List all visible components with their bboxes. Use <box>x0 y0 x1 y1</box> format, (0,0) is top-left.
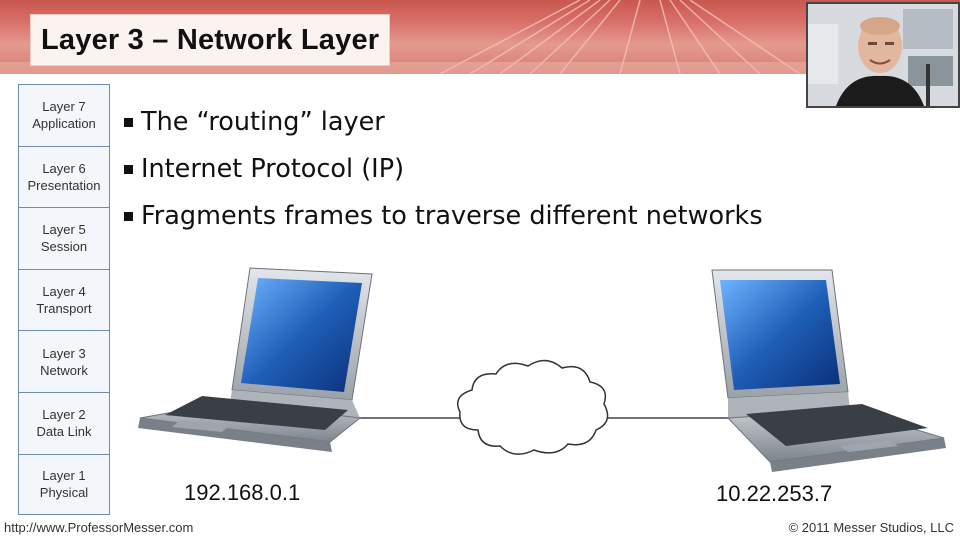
left-ip-address: 192.168.0.1 <box>184 480 301 505</box>
layer-number: Layer 4 <box>42 284 86 300</box>
header-banner: Layer 3 – Network Layer <box>0 0 960 74</box>
bullet-item: The “routing” layer <box>124 98 763 145</box>
layer-name: Physical <box>39 485 89 501</box>
bullet-text: The “routing” layer <box>141 106 385 137</box>
layer-number: Layer 5 <box>42 222 86 238</box>
presenter-image <box>808 4 958 106</box>
layer-name: Presentation <box>27 177 101 193</box>
laptop-right-icon <box>711 269 946 472</box>
layer-number: Layer 7 <box>42 99 86 115</box>
layer-name: Transport <box>36 301 92 317</box>
layer-name: Data Link <box>36 424 92 440</box>
laptop-left-icon <box>138 267 373 452</box>
bullet-text: Internet Protocol (IP) <box>141 153 405 184</box>
network-cloud-icon <box>457 359 609 455</box>
layer-number: Layer 2 <box>42 407 86 423</box>
title-box: Layer 3 – Network Layer <box>30 14 391 66</box>
bullet-square-icon <box>124 165 133 174</box>
layer-name: Network <box>40 362 88 378</box>
layer-name: Session <box>40 239 88 255</box>
bullet-square-icon <box>124 212 133 221</box>
layer-number: Layer 3 <box>42 345 86 361</box>
bullet-item: Fragments frames to traverse different n… <box>124 192 763 239</box>
footer-website-link[interactable]: http://www.ProfessorMesser.com <box>4 520 194 535</box>
bullet-list: The “routing” layer Internet Protocol (I… <box>124 98 763 239</box>
bullet-text: Fragments frames to traverse different n… <box>141 200 763 231</box>
footer-copyright: © 2011 Messer Studios, LLC <box>788 520 954 535</box>
right-ip-address: 10.22.253.7 <box>716 481 833 506</box>
presenter-webcam <box>806 2 960 108</box>
layer-number: Layer 1 <box>42 468 86 484</box>
page-title: Layer 3 – Network Layer <box>41 23 380 56</box>
bullet-item: Internet Protocol (IP) <box>124 145 763 192</box>
layer-name: Application <box>32 116 96 132</box>
layer-number: Layer 6 <box>42 160 86 176</box>
bullet-square-icon <box>124 118 133 127</box>
